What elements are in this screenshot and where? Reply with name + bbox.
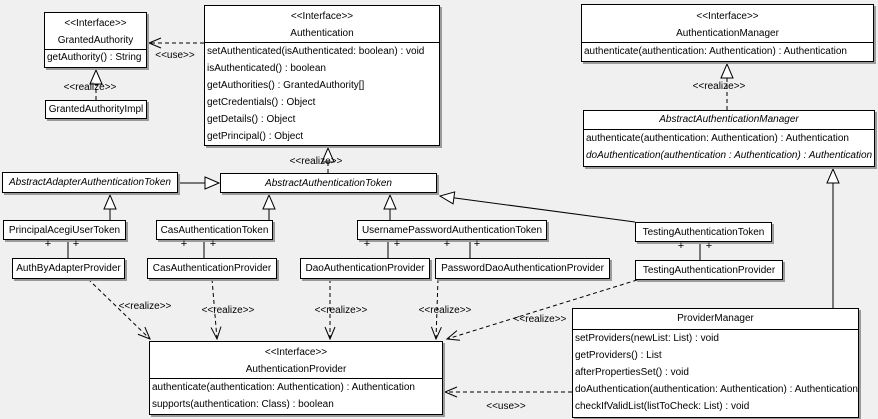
method: getPrincipal() : Object <box>207 131 304 142</box>
method-list: setAuthenticated(isAuthenticated: boolea… <box>205 42 439 145</box>
class-name: GrantedAuthorityImpl <box>48 104 144 115</box>
method: supports(authentication: Class) : boolea… <box>152 399 334 410</box>
class-name: AuthenticationProvider <box>245 364 347 375</box>
class-name: ProviderManager <box>677 313 754 324</box>
generalization-testingtoken-to-abstracttoken <box>440 196 636 223</box>
method-abstract: doAuthentication(authentication : Authen… <box>586 150 873 161</box>
stereotype-interface: <<Interface>> <box>264 347 328 358</box>
class-name: AuthenticationManager <box>676 28 779 39</box>
class-provider-manager[interactable]: ProviderManager setProviders(newList: Li… <box>572 308 859 418</box>
class-name: PasswordDaoAuthenticationProvider <box>441 263 604 274</box>
class-password-dao-authentication-provider[interactable]: PasswordDaoAuthenticationProvider <box>435 258 610 279</box>
method-list: setProviders(newList: List) : void getPr… <box>573 329 858 415</box>
class-name: PrincipalAcegiUserToken <box>8 224 121 236</box>
method: getCredentials() : Object <box>207 97 316 108</box>
assoc-end-plus: + <box>473 238 481 250</box>
stereotype-interface: <<Interface>> <box>290 11 354 22</box>
realize-label: <<realize>> <box>201 305 255 316</box>
class-cas-authentication-provider[interactable]: CasAuthenticationProvider <box>147 258 277 279</box>
assoc-end-plus: + <box>209 238 217 250</box>
assoc-end-plus: + <box>363 238 371 250</box>
method: afterPropertiesSet() : void <box>575 367 689 378</box>
realize-label: <<realize>> <box>418 305 472 316</box>
class-name: DaoAuthenticationProvider <box>305 263 425 274</box>
class-name: AbstractAuthenticationToken <box>265 177 392 189</box>
class-authentication-provider[interactable]: <<Interface>> AuthenticationProvider aut… <box>149 341 443 415</box>
method: getProviders() : List <box>575 350 662 361</box>
assoc-end-plus: + <box>443 238 451 250</box>
method: setProviders(newList: List) : void <box>575 333 719 344</box>
method: setAuthenticated(isAuthenticated: boolea… <box>207 46 425 57</box>
class-granted-authority-impl[interactable]: GrantedAuthorityImpl <box>45 100 147 119</box>
class-auth-by-adapter-provider[interactable]: AuthByAdapterProvider <box>12 258 125 279</box>
method: authenticate(authentication: Authenticat… <box>152 382 415 393</box>
class-testing-authentication-token[interactable]: TestingAuthenticationToken <box>635 222 772 242</box>
realize-label: <<realize>> <box>314 305 368 316</box>
use-label: <<use>> <box>486 401 526 412</box>
method: authenticate(authentication: Authenticat… <box>582 42 873 60</box>
class-header: <<Interface>> AuthenticationManager <box>582 5 873 42</box>
method: getDetails() : Object <box>207 114 296 125</box>
class-abstract-authentication-manager[interactable]: AbstractAuthenticationManager authentica… <box>583 110 875 167</box>
use-label: <<use>> <box>155 50 195 61</box>
class-header: <<Interface>> Authentication <box>205 6 439 42</box>
method: isAuthenticated() : boolean <box>207 63 326 74</box>
class-name: Authentication <box>290 28 354 39</box>
class-dao-authentication-provider[interactable]: DaoAuthenticationProvider <box>300 258 430 279</box>
assoc-end-plus: + <box>705 240 713 252</box>
method-list: authenticate(authentication: Authenticat… <box>584 129 874 164</box>
realize-label: <<realize>> <box>692 81 746 92</box>
class-testing-authentication-provider[interactable]: TestingAuthenticationProvider <box>635 260 783 280</box>
realize-label: <<realize>> <box>118 301 172 312</box>
class-authentication-manager[interactable]: <<Interface>> AuthenticationManager auth… <box>581 4 874 62</box>
class-abstract-adapter-authentication-token[interactable]: AbstractAdapterAuthenticationToken <box>2 172 178 193</box>
class-name: CasAuthenticationProvider <box>152 263 272 274</box>
class-name: AbstractAuthenticationManager <box>659 114 799 125</box>
method-list: authenticate(authentication: Authenticat… <box>150 378 442 413</box>
realize-label: <<realize>> <box>289 156 343 167</box>
assoc-end-plus: + <box>677 240 685 252</box>
class-name: AbstractAdapterAuthenticationToken <box>9 177 171 188</box>
realize-label: <<realize>> <box>63 82 117 93</box>
assoc-end-plus: + <box>393 238 401 250</box>
class-authentication[interactable]: <<Interface>> Authentication setAuthenti… <box>204 5 440 146</box>
method: checkIfValidList(listToCheck: List) : vo… <box>575 401 750 412</box>
class-name: TestingAuthenticationProvider <box>642 264 776 276</box>
method: authenticate(authentication: Authenticat… <box>586 133 849 144</box>
class-header: <<Interface>> GrantedAuthority <box>45 13 146 49</box>
class-header: <<Interface>> AuthenticationProvider <box>150 342 442 378</box>
class-name: AuthByAdapterProvider <box>16 263 121 274</box>
method: getAuthority() : String <box>45 49 146 66</box>
stereotype-interface: <<Interface>> <box>696 11 759 22</box>
class-username-password-authentication-token[interactable]: UsernamePasswordAuthenticationToken <box>357 220 547 240</box>
assoc-end-plus: + <box>72 238 80 250</box>
stereotype-interface: <<Interface>> <box>64 18 127 29</box>
assoc-end-plus: + <box>180 238 188 250</box>
class-name: GrantedAuthority <box>57 35 134 46</box>
method: doAuthentication(authentication: Authent… <box>575 384 858 395</box>
class-name: CasAuthenticationToken <box>160 224 269 236</box>
class-cas-authentication-token[interactable]: CasAuthenticationToken <box>156 220 273 240</box>
class-principal-acegi-user-token[interactable]: PrincipalAcegiUserToken <box>3 220 126 240</box>
class-name: UsernamePasswordAuthenticationToken <box>361 224 543 236</box>
realize-label: <<realize>> <box>513 314 567 325</box>
class-granted-authority[interactable]: <<Interface>> GrantedAuthority getAuthor… <box>44 12 147 68</box>
method: getAuthorities() : GrantedAuthority[] <box>207 80 365 91</box>
assoc-end-plus: + <box>44 238 52 250</box>
class-name: TestingAuthenticationToken <box>642 226 765 238</box>
class-abstract-authentication-token[interactable]: AbstractAuthenticationToken <box>220 173 437 193</box>
